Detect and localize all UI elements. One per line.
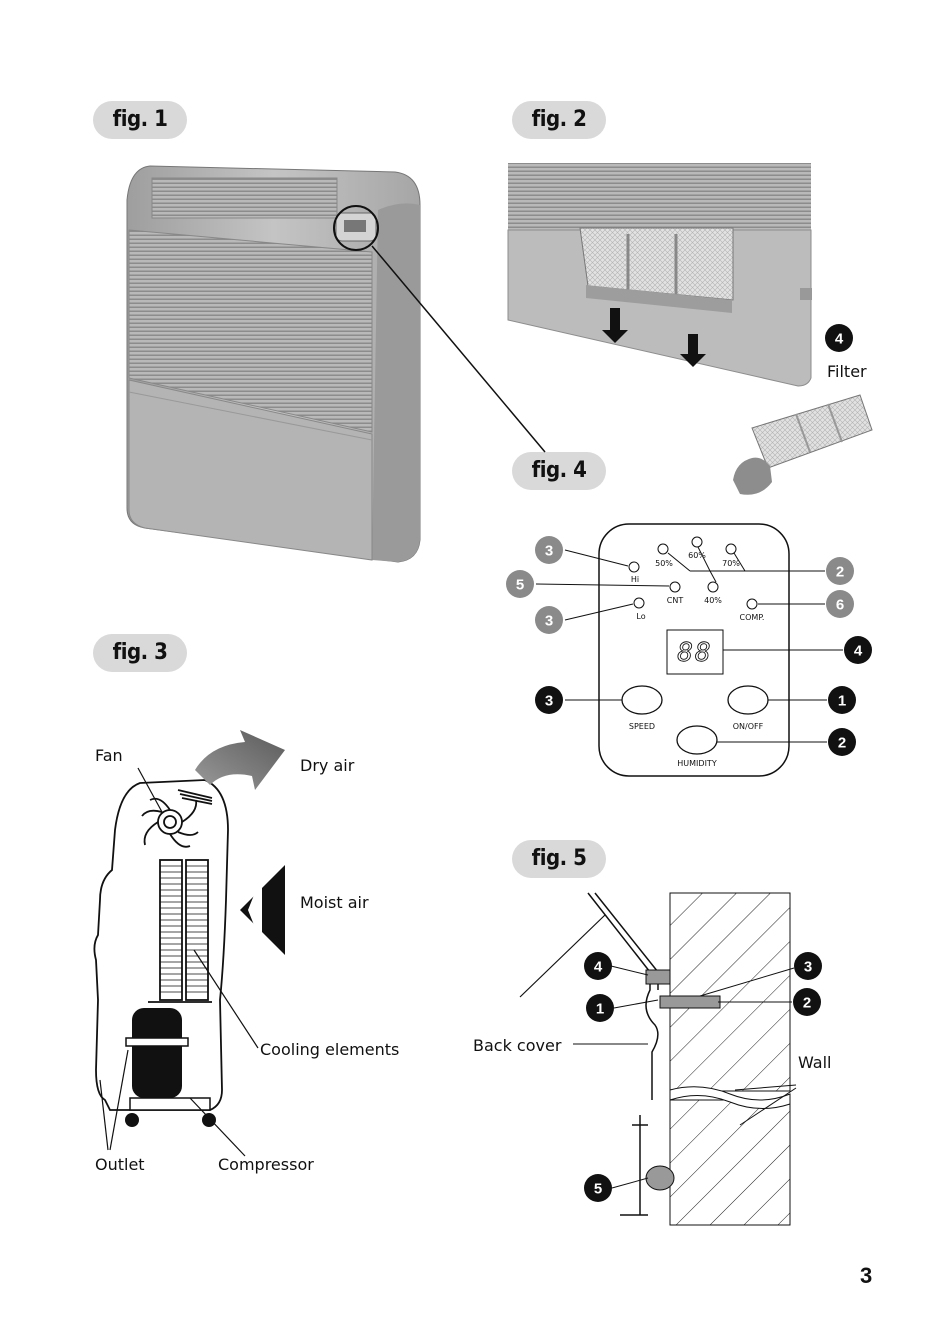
- humidity-button-shape: [677, 726, 717, 754]
- onoff-button-shape: [728, 686, 768, 714]
- fig-5-wall-section: [520, 893, 796, 1225]
- led-comp: [747, 599, 757, 609]
- led-cnt: [670, 582, 680, 592]
- moist-air-label: Moist air: [300, 893, 369, 912]
- filter-label: Filter: [827, 362, 867, 381]
- fig-2-filter-image: [508, 163, 872, 495]
- badge-hi-number: 3: [545, 543, 553, 560]
- cooling-elements-label: Cooling elements: [260, 1040, 399, 1059]
- compressor-label: Compressor: [218, 1155, 314, 1174]
- badge-lo-number: 3: [545, 613, 553, 630]
- badge-fig5-4-number: 4: [594, 959, 603, 976]
- badge-fig5-2-number: 2: [803, 995, 811, 1012]
- badge-onoff-number: 1: [838, 693, 846, 710]
- led-hi: [629, 562, 639, 572]
- label-60: 60%: [688, 551, 706, 560]
- badge-humidity-btn-number: 2: [838, 735, 846, 752]
- fig-1-dehumidifier-image: [127, 166, 545, 562]
- dry-air-label: Dry air: [300, 756, 354, 775]
- led-50: [658, 544, 668, 554]
- badge-display-number: 4: [854, 643, 863, 660]
- label-comp: COMP.: [740, 613, 765, 622]
- led-60: [692, 537, 702, 547]
- wall-label: Wall: [798, 1053, 832, 1072]
- label-lo: Lo: [636, 612, 645, 621]
- label-humidity: HUMIDITY: [677, 759, 717, 768]
- fig-2-callout-4-number: 4: [835, 331, 844, 348]
- seven-segment-display: 88: [677, 638, 712, 668]
- label-50: 50%: [655, 559, 673, 568]
- badge-fig5-3-number: 3: [804, 959, 812, 976]
- badge-comp-number: 6: [836, 597, 844, 614]
- speed-button-shape: [622, 686, 662, 714]
- page-number: 3: [860, 1263, 872, 1289]
- led-70: [726, 544, 736, 554]
- led-lo: [634, 598, 644, 608]
- label-speed: SPEED: [629, 722, 655, 731]
- moist-air-arrow: [240, 865, 285, 955]
- badge-cnt-number: 5: [516, 577, 524, 594]
- dry-air-arrow: [195, 730, 285, 790]
- fan-label: Fan: [95, 746, 123, 765]
- badge-speed-number: 3: [545, 693, 553, 710]
- back-cover-label: Back cover: [473, 1036, 561, 1055]
- badge-humidity-leds-number: 2: [836, 564, 844, 581]
- label-cnt: CNT: [667, 596, 684, 605]
- fig-3-compressor: [125, 1008, 216, 1127]
- badge-fig5-5-number: 5: [594, 1181, 602, 1198]
- label-hi: Hi: [631, 575, 639, 584]
- label-onoff: ON/OFF: [733, 722, 764, 731]
- label-40: 40%: [704, 596, 722, 605]
- label-70: 70%: [722, 559, 740, 568]
- badge-fig5-1-number: 1: [596, 1001, 604, 1018]
- outlet-label: Outlet: [95, 1155, 145, 1174]
- led-40: [708, 582, 718, 592]
